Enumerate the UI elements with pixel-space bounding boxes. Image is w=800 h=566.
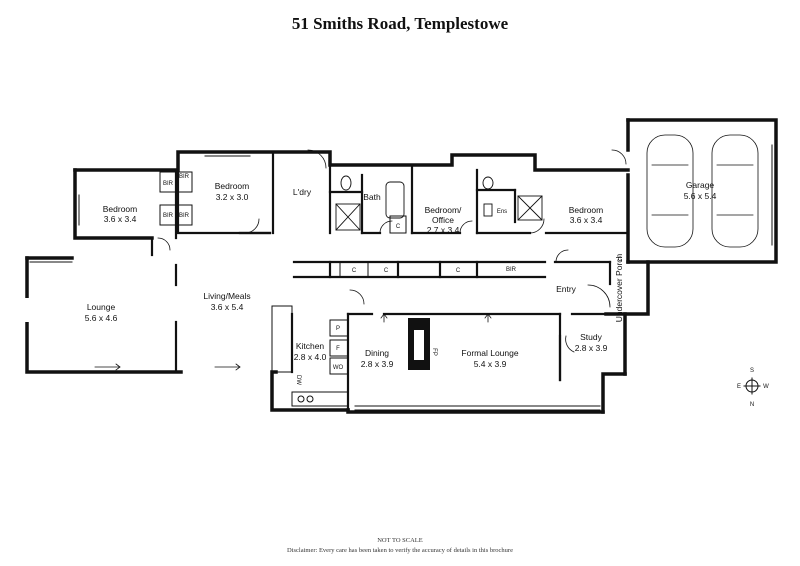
ensuite-label: Ens xyxy=(497,209,507,215)
bedroom1-label: Bedroom xyxy=(103,204,138,214)
dishwasher-label: DW xyxy=(295,375,301,385)
garage-label: Garage xyxy=(686,180,715,190)
bir-label: BIR xyxy=(179,213,190,219)
cupboard-label: C xyxy=(618,257,623,263)
bir-label: BIR xyxy=(163,213,174,219)
kitchen-label: Kitchen xyxy=(296,341,325,351)
dining-dims: 2.8 x 3.9 xyxy=(361,359,394,369)
office-label-2: Office xyxy=(432,215,454,225)
floor-arrows xyxy=(94,313,492,371)
cupboard-label: C xyxy=(384,268,389,274)
lounge-label: Lounge xyxy=(87,302,116,312)
scale-note: NOT TO SCALE xyxy=(377,537,423,544)
bir-label: BIR xyxy=(179,174,190,180)
cupboard-label: C xyxy=(456,268,461,274)
kitchen-dims: 2.8 x 4.0 xyxy=(294,352,327,362)
disclaimer: Disclaimer: Every care has been taken to… xyxy=(287,547,513,554)
outer-walls xyxy=(25,118,778,414)
study-label: Study xyxy=(580,332,602,342)
fridge-label: F xyxy=(336,346,340,352)
bath-fixtures xyxy=(335,175,543,231)
bedroom2-label: Bedroom xyxy=(215,181,250,191)
bir-label: BIR xyxy=(506,267,517,273)
bedroom3-dims: 3.6 x 3.4 xyxy=(570,215,603,225)
compass-n: N xyxy=(750,402,754,408)
wall-oven-label: WO xyxy=(333,365,344,371)
compass-e: E xyxy=(737,384,741,390)
pantry-label: P xyxy=(336,326,340,332)
entry-label: Entry xyxy=(556,284,577,294)
cupboard-label: C xyxy=(396,224,401,230)
laundry-label: L'dry xyxy=(293,187,312,197)
cupboard-label: C xyxy=(352,268,357,274)
compass-w: W xyxy=(763,384,769,390)
cupboards xyxy=(159,171,478,407)
page-title: 51 Smiths Road, Templestowe xyxy=(291,14,509,33)
kitchen-bench xyxy=(271,305,314,403)
dining-label: Dining xyxy=(365,348,389,358)
lounge-dims: 5.6 x 4.6 xyxy=(85,313,118,323)
compass-s: S xyxy=(750,368,754,374)
compass xyxy=(743,377,761,395)
bedroom1-dims: 3.6 x 3.4 xyxy=(104,214,137,224)
fireplace-opening xyxy=(414,330,424,360)
bath-label: Bath xyxy=(363,192,381,202)
bedroom3-label: Bedroom xyxy=(569,205,604,215)
bir-label: BIR xyxy=(163,181,174,187)
doors xyxy=(157,149,627,353)
garage-dims: 5.6 x 5.4 xyxy=(684,191,717,201)
study-dims: 2.8 x 3.9 xyxy=(575,343,608,353)
office-dims: 2.7 x 3.4 xyxy=(427,225,460,235)
porch-label: Undercover Porch xyxy=(614,253,624,322)
bedroom2-dims: 3.2 x 3.0 xyxy=(216,192,249,202)
windows xyxy=(25,144,777,411)
formal-lounge-label: Formal Lounge xyxy=(461,348,518,358)
office-label-1: Bedroom/ xyxy=(425,205,462,215)
living-dims: 3.6 x 5.4 xyxy=(211,302,244,312)
formal-lounge-dims: 5.4 x 3.9 xyxy=(474,359,507,369)
garage-cars xyxy=(646,134,759,248)
fireplace-label: FP xyxy=(431,348,437,356)
living-label: Living/Meals xyxy=(203,291,250,301)
